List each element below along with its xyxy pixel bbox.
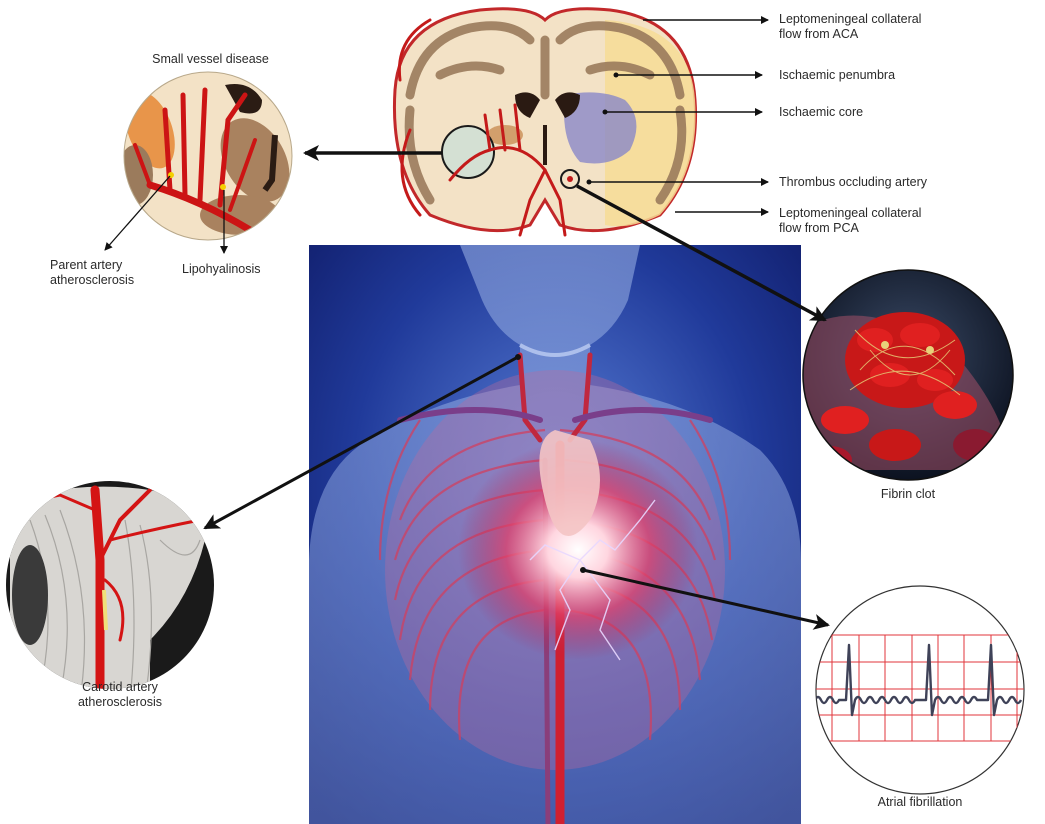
- label-small-vessel-disease: Small vessel disease: [152, 52, 269, 66]
- label-ischaemic-core: Ischaemic core: [779, 105, 864, 119]
- label-parent-line1: Parent artery: [50, 258, 123, 272]
- label-parent-artery-atherosclerosis: Parent artery atherosclerosis: [50, 258, 134, 288]
- label-aca-collateral-flow: Leptomeningeal collateral flow from ACA: [779, 12, 921, 42]
- brain-coronal-section: [392, 7, 698, 237]
- small-vessel-disease-inset: [123, 71, 293, 241]
- label-parent-line2: atherosclerosis: [50, 273, 135, 287]
- torso-circulation-image: [309, 245, 801, 824]
- leader-lines: [104, 16, 830, 630]
- label-fibrin-clot: Fibrin clot: [880, 487, 936, 501]
- carotid-artery-inset: [6, 481, 214, 689]
- label-thrombus-occluding-artery: Thrombus occluding artery: [779, 175, 927, 189]
- label-aca-line1: Leptomeningeal collateral: [779, 12, 922, 26]
- label-carotid-line1: Carotid artery: [82, 680, 158, 694]
- label-pca-collateral-flow: Leptomeningeal collateral flow from PCA: [779, 206, 921, 236]
- label-ischaemic-penumbra: Ischaemic penumbra: [779, 68, 896, 82]
- label-carotid-line2: atherosclerosis: [77, 695, 163, 709]
- label-aca-line2: flow from ACA: [779, 27, 859, 41]
- fibrin-clot-inset: [802, 269, 1014, 481]
- label-pca-line1: Leptomeningeal collateral: [779, 206, 922, 220]
- label-carotid-artery-atherosclerosis: Carotid artery atherosclerosis: [55, 680, 185, 710]
- label-atrial-fibrillation: Atrial fibrillation: [877, 795, 963, 809]
- atrial-fibrillation-ecg-inset: [815, 585, 1025, 795]
- label-pca-line2: flow from PCA: [779, 221, 859, 235]
- label-lipohyalinosis: Lipohyalinosis: [182, 262, 261, 276]
